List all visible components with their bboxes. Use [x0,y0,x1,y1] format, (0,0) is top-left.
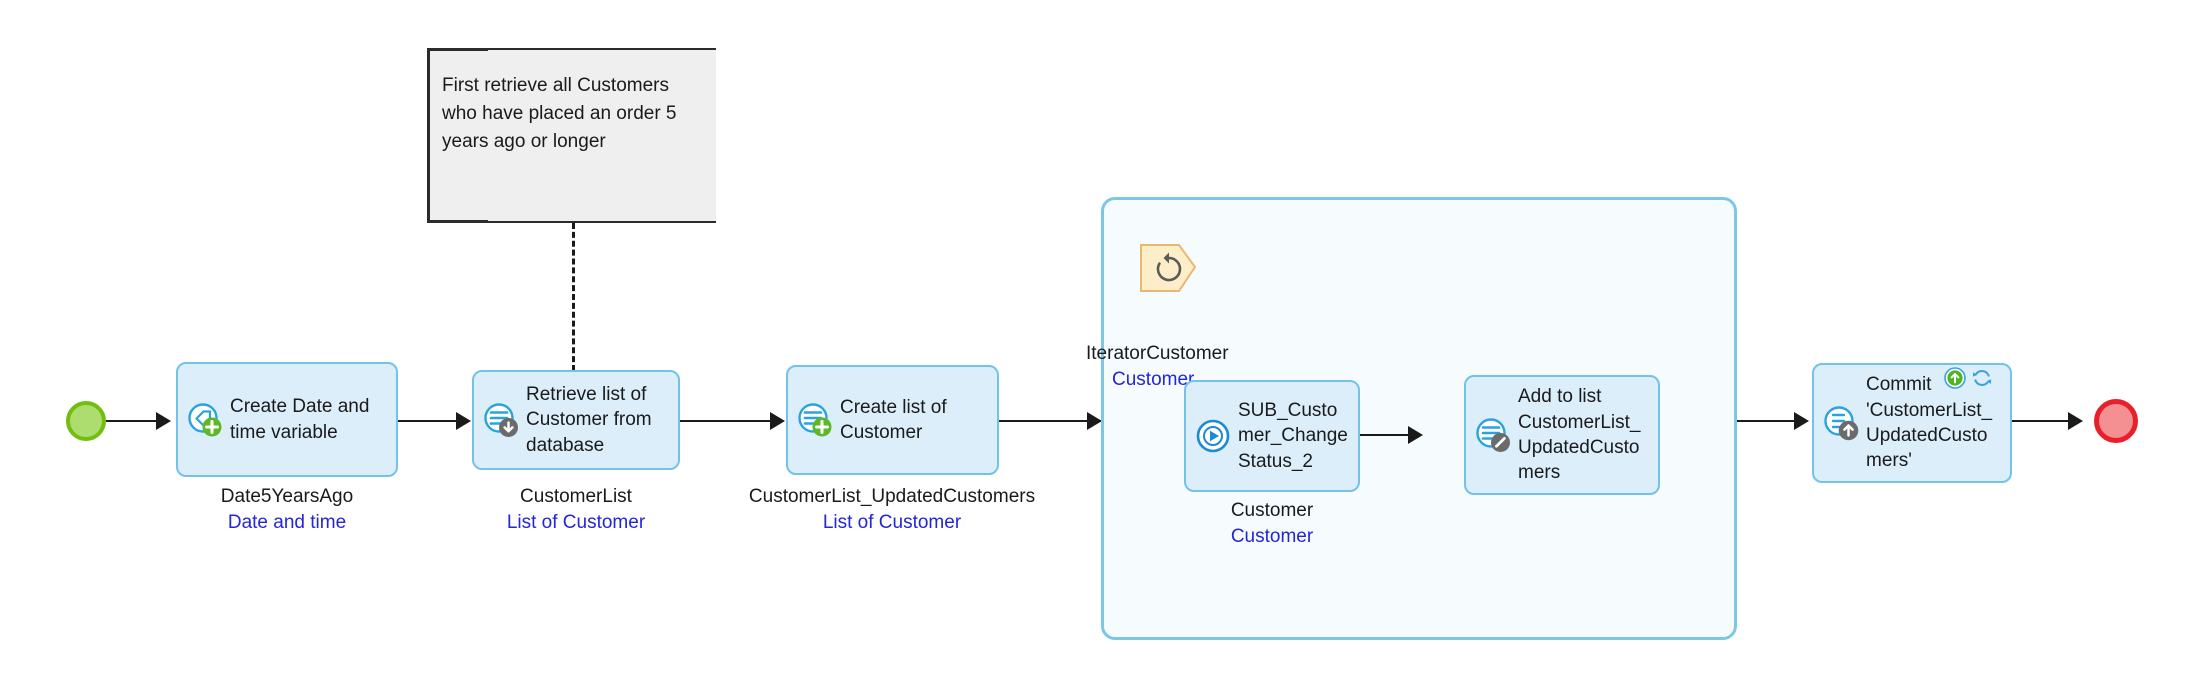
caption-create-list: CustomerList_UpdatedCustomers List of Cu… [742,486,1042,535]
arrowhead-loop-to-commit [1794,412,1809,430]
annotation-note[interactable]: First retrieve all Customers who have pl… [427,48,716,223]
caption-sub-changestatus-type: Customer [1230,526,1314,548]
connector-create-list-to-loop [999,420,1101,422]
refresh-badge [1970,366,1994,390]
note-corner-top [430,48,488,51]
activity-create-list[interactable]: Create list of Customer [786,365,999,475]
activity-commit[interactable]: Commit 'CustomerList_UpdatedCustomers' [1812,363,2012,483]
arrowhead-start-to-create-datetime [156,412,171,430]
caption-retrieve-customer-type: List of Customer [506,512,646,534]
arrowhead-sub-to-add-to-list [1408,426,1423,444]
caption-sub-changestatus: Customer Customer [1184,500,1360,549]
connector-retrieve-to-create-list [680,420,780,422]
caption-create-datetime-name: Date5YearsAgo [220,486,354,507]
activity-retrieve-customer-title: Retrieve list of Customer from database [526,384,652,456]
activity-add-to-list-title: Add to list CustomerList_UpdatedCustomer… [1518,386,1641,484]
call-microflow-icon [1194,417,1232,455]
caption-iterator-type: Customer [1112,369,1195,391]
connector-start-to-create-datetime [106,420,166,422]
loop-icon [1139,241,1197,297]
arrowhead-commit-to-end [2068,412,2083,430]
caption-create-datetime: Date5YearsAgo Date and time [176,486,398,535]
arrowhead-create-datetime-to-retrieve [456,412,471,430]
end-event[interactable] [2094,399,2138,443]
connector-create-datetime-to-retrieve [398,420,466,422]
retrieve-from-database-icon [482,401,520,439]
arrowhead-retrieve-to-create-list [770,412,785,430]
arrowhead-create-list-to-loop [1087,412,1102,430]
caption-sub-changestatus-name: Customer [1230,500,1314,521]
caption-create-list-name: CustomerList_UpdatedCustomers [748,486,1036,507]
connector-loop-to-commit [1737,420,1805,422]
create-list-icon [796,401,834,439]
activity-create-datetime[interactable]: Create Date and time variable [176,362,398,477]
activity-sub-changestatus-title: SUB_Customer_ChangeStatus_2 [1238,400,1348,472]
commit-arrow-badge [1943,366,1967,390]
activity-create-datetime-title: Create Date and time variable [230,396,370,443]
activity-create-list-title: Create list of Customer [840,396,947,443]
caption-iterator: IteratorCustomer Customer [1086,343,1386,392]
create-variable-icon [186,401,224,439]
connector-commit-to-end [2012,420,2080,422]
activity-sub-changestatus[interactable]: SUB_Customer_ChangeStatus_2 [1184,380,1360,492]
note-association-line [572,223,575,371]
note-corner-bottom [430,220,488,223]
commit-object-icon [1822,404,1860,442]
activity-add-to-list[interactable]: Add to list CustomerList_UpdatedCustomer… [1464,375,1660,495]
activity-commit-title: Commit 'CustomerList_UpdatedCustomers' [1866,374,1993,472]
activity-retrieve-customer[interactable]: Retrieve list of Customer from database [472,370,680,470]
caption-create-datetime-type: Date and time [227,512,347,534]
annotation-note-text: First retrieve all Customers who have pl… [442,75,677,153]
connector-sub-to-add-to-list [1360,434,1418,436]
change-list-icon [1474,416,1512,454]
commit-badges [1943,366,1994,390]
caption-iterator-name: IteratorCustomer [1086,343,1229,364]
caption-retrieve-customer-name: CustomerList [520,486,632,507]
caption-create-list-type: List of Customer [822,512,962,534]
caption-retrieve-customer: CustomerList List of Customer [472,486,680,535]
start-event[interactable] [66,401,106,441]
